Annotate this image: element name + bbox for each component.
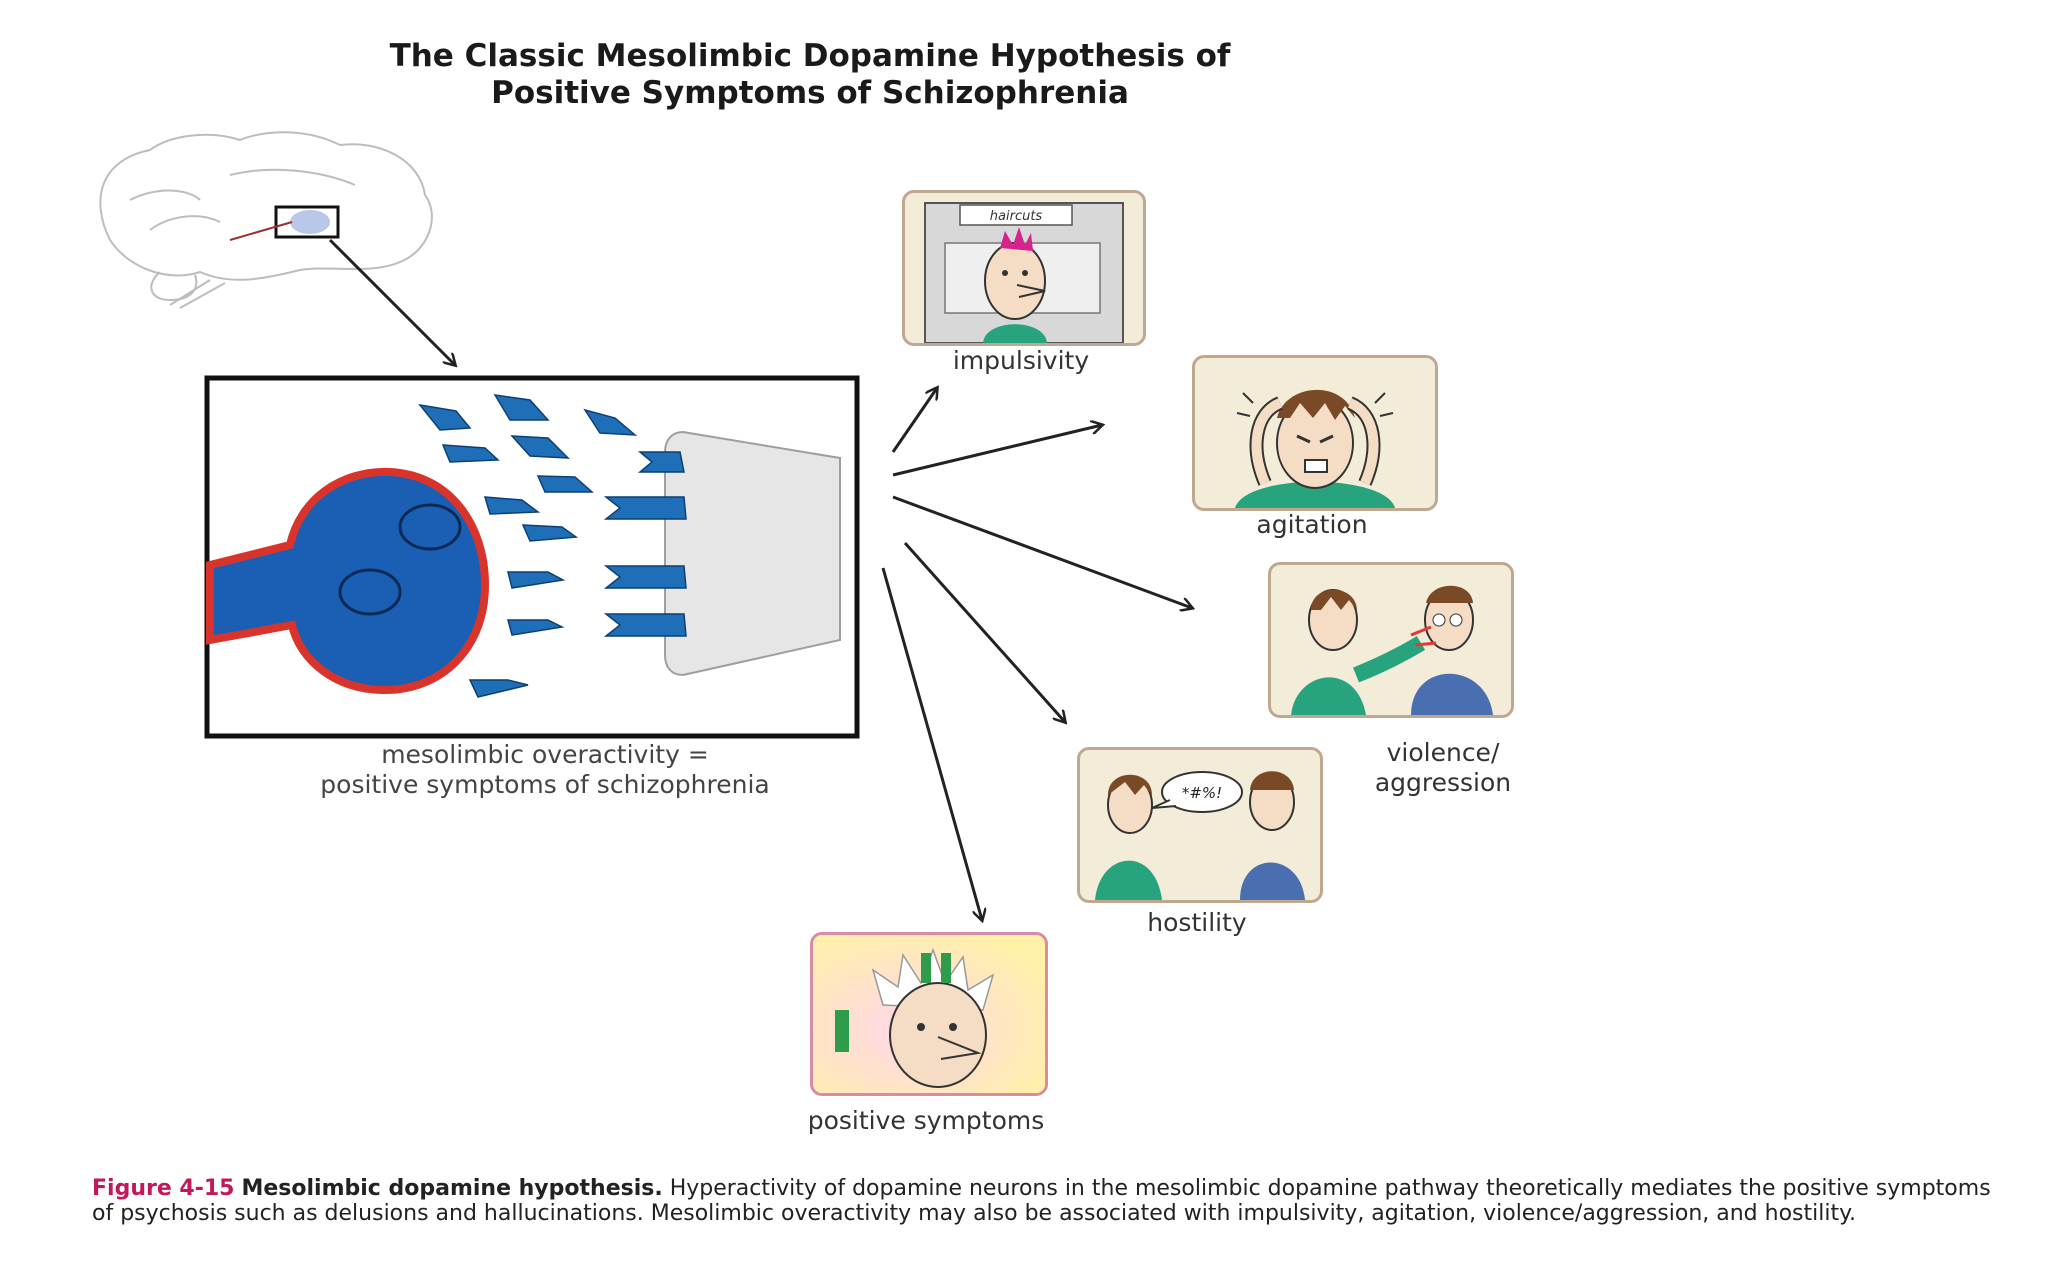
symptom-arrows: [881, 388, 1192, 920]
arrow-agitation: [892, 425, 1102, 477]
agitation-illustration: [1235, 389, 1395, 508]
vta-region: [290, 210, 330, 234]
hostility-speech: *#%!: [1182, 784, 1222, 802]
label-positive-symptoms: positive symptoms: [807, 1106, 1045, 1135]
caption-heading: Mesolimbic dopamine hypothesis.: [241, 1176, 663, 1201]
agitation-panel: [1192, 355, 1438, 511]
hostility-panel: *#%!: [1077, 747, 1323, 903]
figure-title: The Classic Mesolimbic Dopamine Hypothes…: [260, 38, 1360, 112]
vesicle: [338, 568, 402, 616]
synapse-caption-line-2: positive symptoms of schizophrenia: [320, 770, 770, 799]
impulsivity-panel: haircuts: [902, 190, 1146, 346]
vesicle: [398, 503, 462, 551]
postsynaptic-receptor: [664, 430, 841, 677]
title-line-2: Positive Symptoms of Schizophrenia: [491, 75, 1129, 111]
presynaptic-neuron: [206, 467, 490, 695]
brain-sketch: [99, 131, 433, 309]
arrow-impulsivity: [891, 388, 937, 453]
hostility-illustration: *#%!: [1095, 771, 1305, 900]
brain-zoom-box: [274, 205, 340, 239]
violence-panel: [1268, 562, 1514, 718]
synapse-caption: mesolimbic overactivity = positive sympt…: [210, 740, 880, 800]
label-hostility: hostility: [1147, 908, 1247, 937]
violence-illustration: [1291, 585, 1493, 715]
arrow-positive-symptoms: [881, 567, 982, 920]
impulsivity-illustration: haircuts: [924, 202, 1124, 343]
zoom-arrow: [328, 238, 455, 365]
positive-symptoms-panel: [810, 932, 1048, 1096]
bound-dopamine: [603, 451, 687, 637]
figure-caption: Figure 4-15 Mesolimbic dopamine hypothes…: [92, 1176, 2012, 1226]
caption-body: Hyperactivity of dopamine neurons in the…: [92, 1176, 1991, 1226]
label-violence: violence/ aggression: [1328, 738, 1558, 798]
title-line-1: The Classic Mesolimbic Dopamine Hypothes…: [389, 38, 1231, 74]
haircuts-sign: haircuts: [990, 209, 1043, 224]
label-impulsivity: impulsivity: [952, 346, 1090, 375]
label-violence-line-2: aggression: [1374, 768, 1512, 797]
arrow-violence: [892, 495, 1192, 608]
caption-figure-number: Figure 4-15: [92, 1176, 235, 1201]
synapse-caption-line-1: mesolimbic overactivity =: [381, 740, 709, 769]
positive-symptoms-illustration: [813, 935, 1045, 1093]
label-agitation: agitation: [1256, 510, 1368, 539]
arrow-hostility: [903, 542, 1065, 722]
free-dopamine: [418, 394, 638, 698]
label-violence-line-1: violence/: [1386, 738, 1500, 767]
mesolimbic-pathway: [229, 221, 293, 241]
